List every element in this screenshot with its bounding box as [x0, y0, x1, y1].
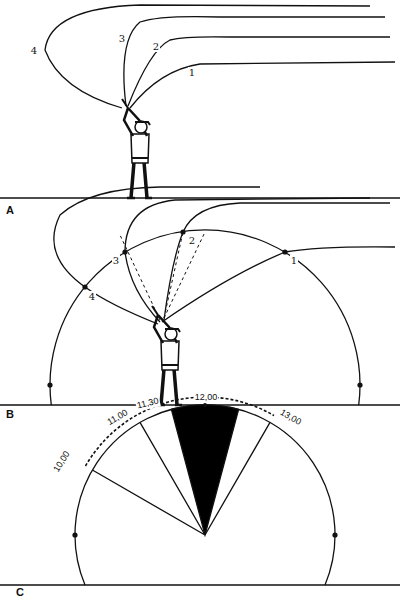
- time-label: 12,00: [194, 393, 219, 403]
- callout-number: 4: [30, 45, 38, 56]
- panel-letter: A: [5, 204, 15, 216]
- callout-number: 4: [88, 291, 96, 302]
- time-label: 13,00: [277, 408, 303, 429]
- callout-number: 1: [290, 255, 298, 266]
- callout-number: 2: [188, 235, 196, 246]
- time-label: 10,00: [51, 449, 72, 475]
- callout-number: 3: [118, 33, 126, 44]
- panel-letter: C: [15, 586, 25, 598]
- callout-number: 2: [152, 41, 160, 52]
- callout-number: 3: [112, 255, 120, 266]
- time-label: 11,00: [105, 408, 131, 428]
- panel-letter: B: [5, 408, 15, 420]
- callout-number: 1: [188, 67, 196, 78]
